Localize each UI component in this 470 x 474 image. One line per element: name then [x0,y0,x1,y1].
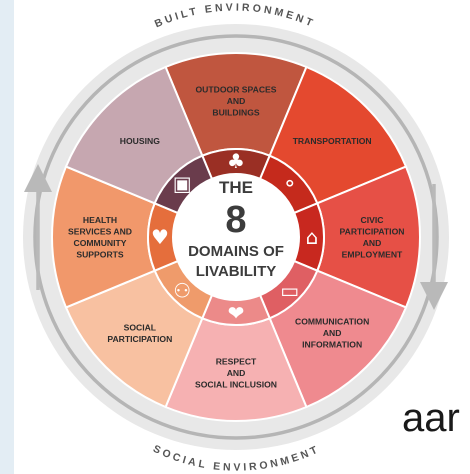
heartbeat-icon: ♥ [151,225,169,249]
handshake-icon: ❤ [228,301,245,325]
park-bench-tree-icon: ♣ [227,149,245,173]
building-columns-icon: ⌂ [306,225,319,249]
laptop-icon: ▭ [280,279,299,303]
center-livability: LIVABILITY [196,263,277,280]
domain-label: HOUSING [120,136,160,146]
center-the: THE [219,178,253,197]
people-group-icon: ⚇ [173,279,191,303]
center-domains-of: DOMAINS OF [188,243,284,260]
center-number: 8 [225,199,246,241]
background-strip [0,0,14,474]
center-circle [173,174,299,300]
site-name-text: aar [402,396,460,440]
ring-line [33,34,439,440]
domain-label: TRANSPORTATION [293,136,372,146]
houses-icon: ▣ [173,171,192,195]
bicycle-icon: ⚬ [281,171,298,195]
